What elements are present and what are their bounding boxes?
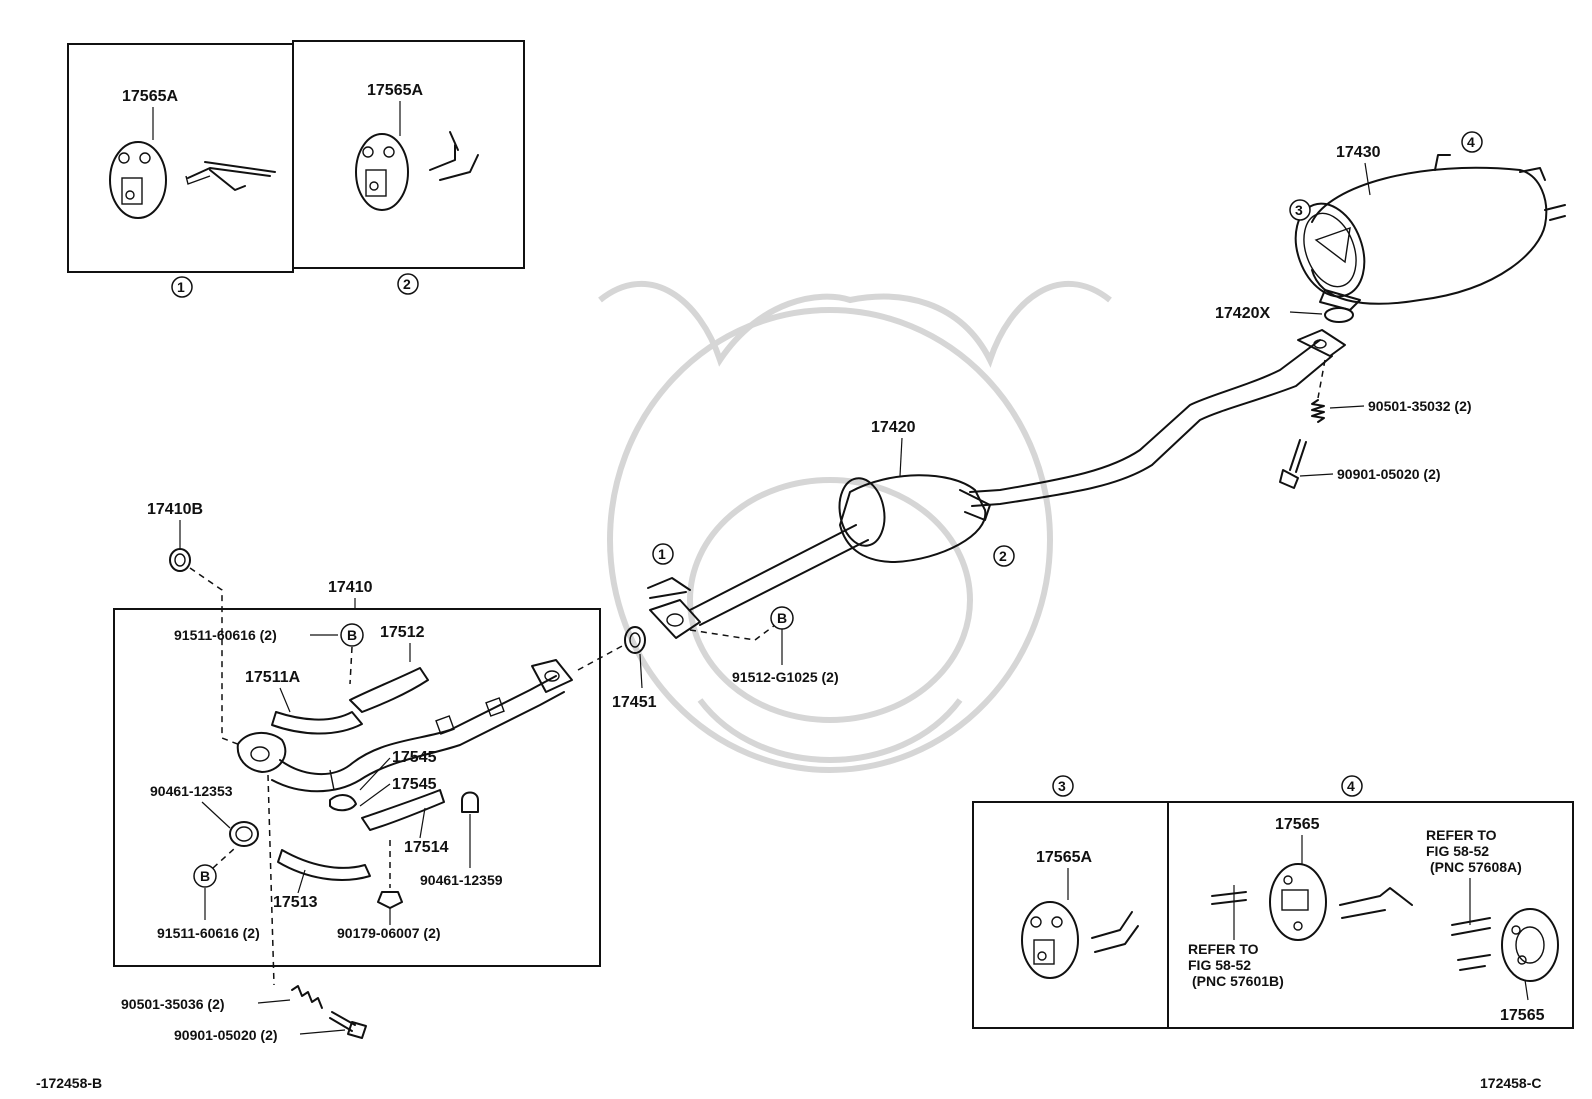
marker-circle-2-top (397, 273, 419, 295)
marker-B-main: B (777, 610, 787, 626)
part-label-17430: 17430 (1336, 144, 1381, 161)
inset-panel-3: 17565A (972, 801, 1169, 1029)
part-label-17410: 17410 (328, 579, 373, 596)
marker-B-bottom: B (200, 868, 210, 884)
hanger-rubber-17565-panel4-top (1269, 863, 1327, 941)
bolt-90901-05020-right (1279, 439, 1307, 489)
heat-insulator-17513 (277, 849, 371, 881)
part-label-17420: 17420 (871, 419, 916, 436)
front-pipe-17410 (236, 659, 573, 793)
refer-right-line2: FIG 58-52 (1426, 843, 1489, 859)
clamp-90461-12359 (461, 791, 479, 813)
part-label-17565A-panel2: 17565A (367, 82, 423, 99)
heat-insulator-17512 (349, 667, 429, 713)
marker-circle-4-inset (1341, 775, 1363, 797)
marker-circle-1-top (171, 276, 193, 298)
hanger-rubber-17565A-panel3 (1021, 901, 1079, 979)
part-label-17545-a: 17545 (392, 749, 437, 766)
gasket-17420X (1324, 307, 1354, 323)
marker-3-muffler: 3 (1295, 202, 1303, 218)
marker-1-pipe: 1 (658, 546, 666, 562)
part-label-90179-06007: 90179-06007 (2) (337, 925, 441, 941)
part-label-17565A-panel1: 17565A (122, 88, 178, 105)
clamp-17545 (329, 794, 357, 812)
gasket-17451 (624, 626, 646, 654)
watermark-emblem (598, 280, 1112, 773)
part-label-91512-G1025: 91512-G1025 (2) (732, 669, 839, 685)
nut-90179-06007 (377, 891, 403, 909)
part-label-17545-b: 17545 (392, 776, 437, 793)
part-label-17451: 17451 (612, 694, 657, 711)
refer-left-line3: (PNC 57601B) (1192, 973, 1284, 989)
spring-90501-35036 (291, 985, 323, 1009)
figure-code-left: -172458-B (36, 1075, 102, 1091)
marker-2-top: 2 (403, 276, 411, 292)
part-label-17565A-panel3: 17565A (1036, 849, 1092, 866)
marker-circle-1-pipe (652, 543, 674, 565)
part-label-17565-panel4-bottom: 17565 (1500, 1007, 1545, 1024)
marker-circle-2-pipe (993, 545, 1015, 567)
center-pipe-17420 (647, 329, 1346, 639)
part-label-17513: 17513 (273, 894, 318, 911)
marker-B-top: B (347, 627, 357, 643)
part-label-90501-35032: 90501-35032 (2) (1368, 398, 1472, 414)
part-label-17420X: 17420X (1215, 305, 1270, 322)
part-label-90461-12353: 90461-12353 (150, 783, 233, 799)
part-label-17565-panel4-top: 17565 (1275, 816, 1320, 833)
bolt-90901-05020-left (329, 1011, 367, 1039)
part-label-90461-12359: 90461-12359 (420, 872, 503, 888)
refer-left-line2: FIG 58-52 (1188, 957, 1251, 973)
part-label-90501-35036: 90501-35036 (2) (121, 996, 225, 1012)
part-label-90901-05020-left: 90901-05020 (2) (174, 1027, 278, 1043)
inset-panel-2: 17565A 2 (292, 40, 525, 295)
figure-code-right: 172458-C (1480, 1075, 1542, 1091)
front-pipe-box (113, 608, 601, 967)
marker-1-top: 1 (177, 279, 185, 295)
marker-4-inset: 4 (1347, 778, 1355, 794)
clamp-90461-12353 (229, 821, 259, 847)
refer-left-line1: REFER TO (1188, 941, 1259, 957)
hanger-rubber-17565A-panel2 (355, 133, 409, 211)
marker-circle-B-top (340, 623, 364, 647)
marker-2-pipe: 2 (999, 548, 1007, 564)
marker-3-inset: 3 (1058, 778, 1066, 794)
part-label-91511-60616-bottom: 91511-60616 (2) (157, 925, 260, 941)
main-muffler-17430 (1294, 154, 1566, 311)
heat-insulator-17514 (361, 789, 445, 831)
part-label-17511A: 17511A (245, 669, 301, 686)
spring-90501-35032 (1311, 399, 1325, 423)
inset-panel-1: 17565A 1 (67, 43, 294, 298)
marker-circle-3-inset (1052, 775, 1074, 797)
marker-circle-3-muffler (1289, 199, 1311, 221)
refer-right-line1: REFER TO (1426, 827, 1497, 843)
hanger-rubber-17565A-panel1 (109, 141, 167, 219)
inset-panel-4: 17565 REFER TO FIG 58-52 (PNC 57601B) RE… (1167, 801, 1574, 1029)
marker-circle-4-muffler (1461, 131, 1483, 153)
hanger-rubber-17565-panel4-bottom (1501, 908, 1559, 982)
part-label-17410B: 17410B (147, 501, 203, 518)
part-label-91511-60616-top: 91511-60616 (2) (174, 627, 277, 643)
gasket-17410B (169, 548, 191, 572)
refer-right-line3: (PNC 57608A) (1430, 859, 1522, 875)
heat-insulator-17511A (271, 711, 363, 735)
part-label-17514: 17514 (404, 839, 449, 856)
part-label-90901-05020-right: 90901-05020 (2) (1337, 466, 1441, 482)
marker-circle-B-bottom (193, 864, 217, 888)
part-label-17512: 17512 (380, 624, 425, 641)
marker-4-muffler: 4 (1467, 134, 1475, 150)
